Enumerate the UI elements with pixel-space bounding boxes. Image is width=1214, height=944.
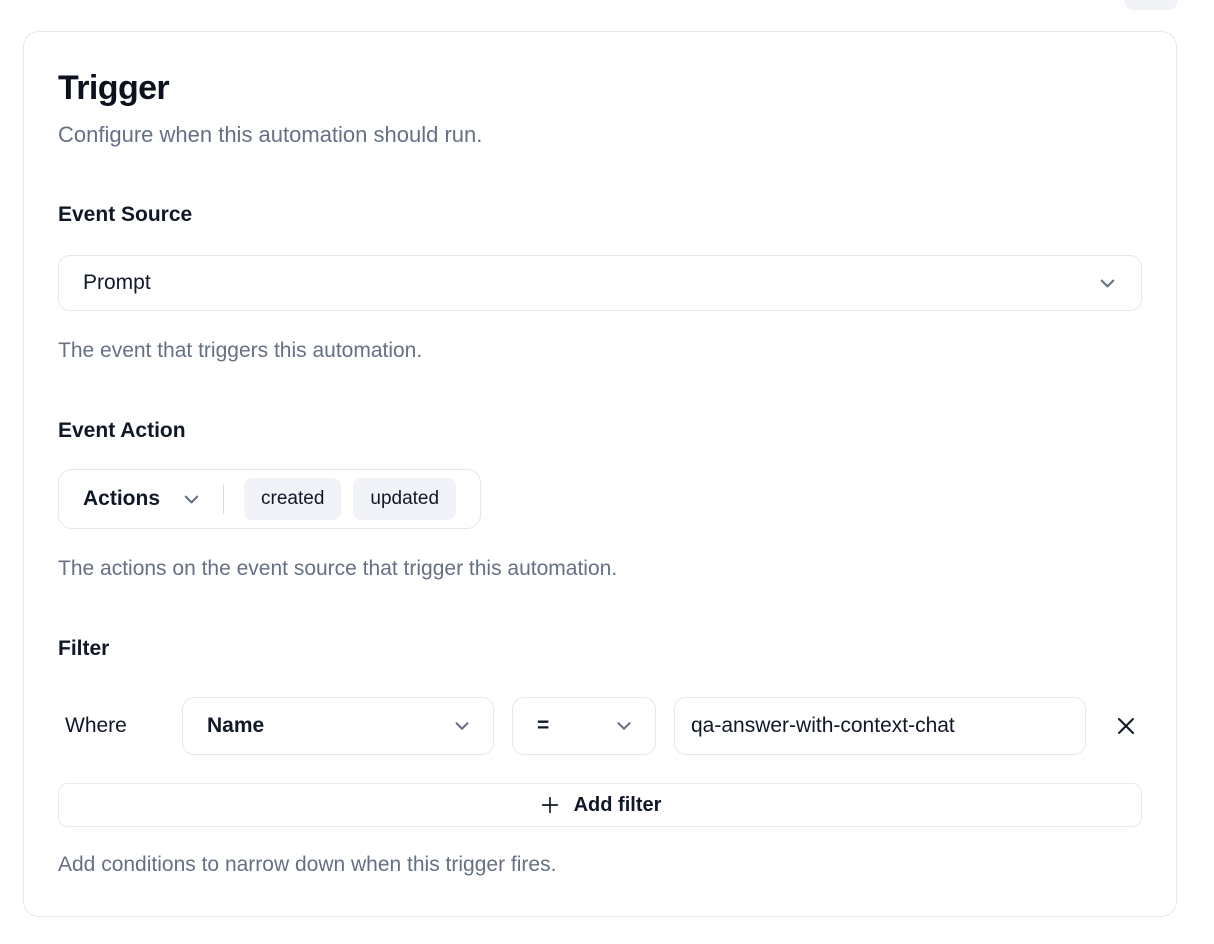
event-action-label: Event Action xyxy=(58,419,186,442)
filter-field-select[interactable]: Name xyxy=(182,697,494,755)
plus-icon xyxy=(539,794,561,816)
event-source-help: The event that triggers this automation. xyxy=(58,339,423,362)
trigger-settings-card: Trigger Configure when this automation s… xyxy=(23,31,1177,917)
page-title: Trigger xyxy=(58,69,170,107)
chevron-down-icon xyxy=(613,715,635,737)
event-action-tag-updated[interactable]: updated xyxy=(353,478,457,520)
event-source-selected-value: Prompt xyxy=(83,271,151,294)
chevron-down-icon xyxy=(180,488,203,511)
filter-value-input[interactable] xyxy=(674,697,1086,755)
add-filter-button[interactable]: Add filter xyxy=(58,783,1142,827)
close-icon xyxy=(1114,714,1138,738)
event-action-dropdown-label: Actions xyxy=(83,487,161,510)
cutoff-element-top-right xyxy=(1124,0,1178,10)
chevron-down-icon xyxy=(1096,272,1119,295)
filter-help: Add conditions to narrow down when this … xyxy=(58,853,557,876)
page-subtitle: Configure when this automation should ru… xyxy=(58,122,483,147)
filter-label: Filter xyxy=(58,637,110,660)
filter-where-label: Where xyxy=(65,714,127,737)
filter-operator-selected-value: = xyxy=(537,714,550,737)
filter-operator-select[interactable]: = xyxy=(512,697,656,755)
filter-field-selected-value: Name xyxy=(207,714,265,737)
remove-filter-button[interactable] xyxy=(1104,704,1148,748)
event-action-tag-created[interactable]: created xyxy=(244,478,342,520)
add-filter-button-label: Add filter xyxy=(573,793,662,816)
event-source-select[interactable]: Prompt xyxy=(58,255,1142,311)
event-source-label: Event Source xyxy=(58,203,193,226)
event-action-group: Actions created updated xyxy=(58,469,482,529)
filter-row: Where Name = xyxy=(58,697,1142,755)
vertical-divider xyxy=(223,484,225,514)
event-action-dropdown[interactable]: Actions xyxy=(83,487,203,511)
chevron-down-icon xyxy=(451,715,473,737)
event-action-help: The actions on the event source that tri… xyxy=(58,557,618,580)
